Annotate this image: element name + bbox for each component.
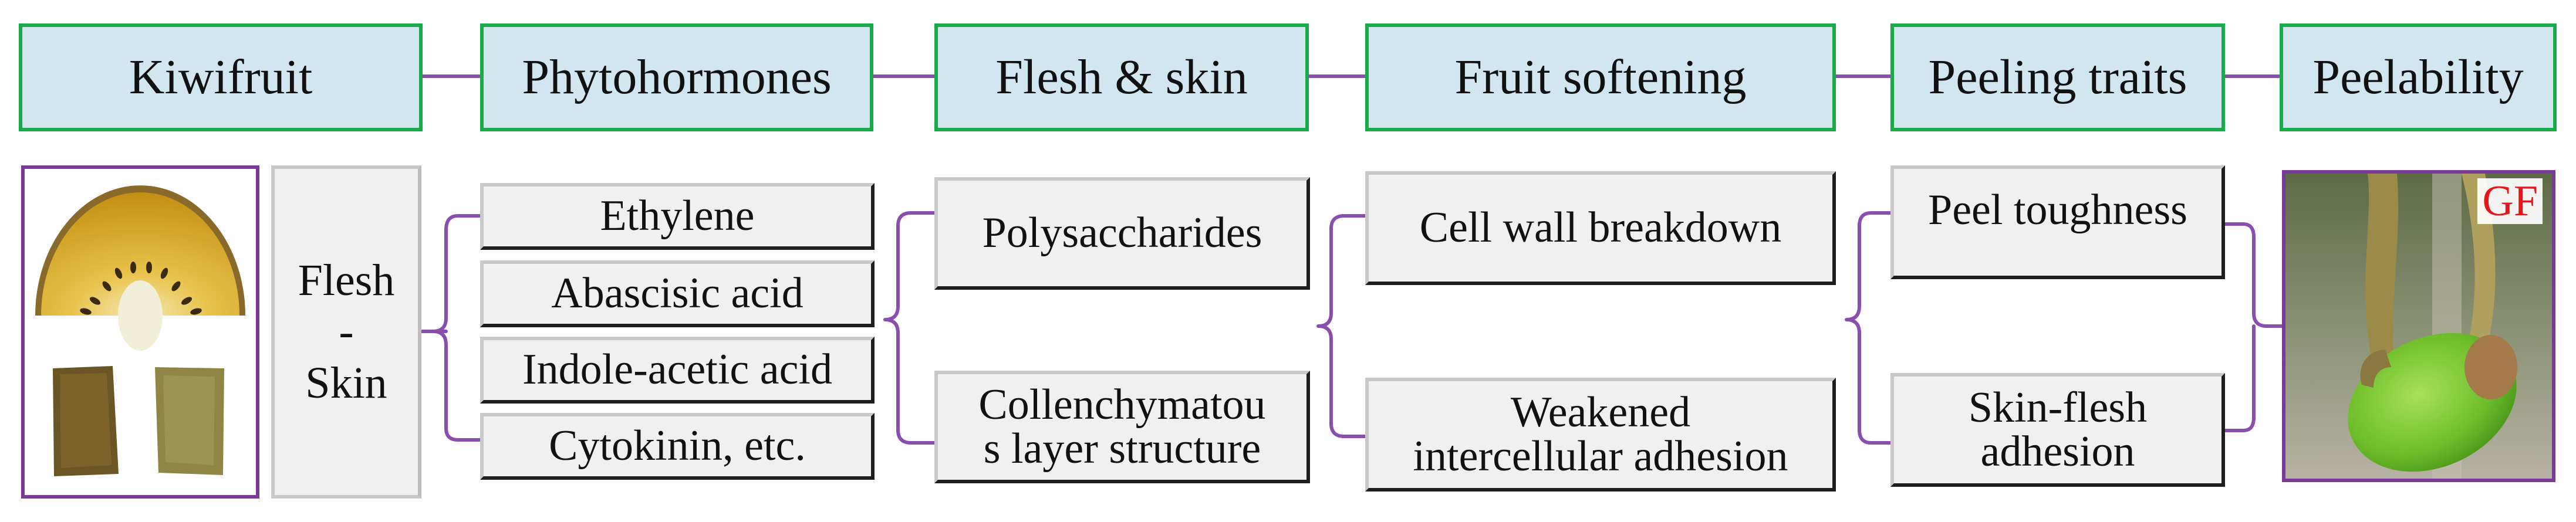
hormone-label: Indole-acetic acid xyxy=(522,345,832,394)
hormone-label: Cytokinin, etc. xyxy=(549,422,806,470)
adhesion-line2: adhesion xyxy=(1980,428,2135,476)
polysaccharides-label: Polysaccharides xyxy=(982,209,1262,257)
collenchyma-line1: Collenchymatou xyxy=(978,380,1266,429)
kiwifruit-photo xyxy=(21,165,259,499)
header-peeling-traits: Peeling traits xyxy=(1890,23,2225,131)
bracket-peeling xyxy=(1845,211,1895,445)
flesh-skin-box: Flesh - Skin xyxy=(271,165,421,499)
hormone-box-indole-acetic-acid: Indole-acetic acid xyxy=(480,337,875,404)
header-flesh-skin: Flesh & skin xyxy=(934,23,1309,131)
peeled-kiwi-image xyxy=(2285,174,2552,479)
hormone-label: Ethylene xyxy=(600,192,755,240)
header-kiwifruit: Kiwifruit xyxy=(19,23,423,131)
header-peelability: Peelability xyxy=(2280,23,2557,131)
collenchyma-line2: s layer structure xyxy=(983,425,1261,473)
weakened-line1: Weakened xyxy=(1510,388,1691,436)
box-polysaccharides: Polysaccharides xyxy=(934,177,1310,290)
hormone-box-ethylene: Ethylene xyxy=(480,183,875,250)
header-label: Flesh & skin xyxy=(995,50,1248,104)
header-label: Phytohormones xyxy=(522,50,832,104)
gf-label: GF xyxy=(2477,178,2543,224)
header-label: Fruit softening xyxy=(1454,50,1747,104)
header-label: Peeling traits xyxy=(1928,50,2187,104)
bracket-hormones xyxy=(420,214,483,442)
box-weakened-adhesion: Weakened intercellular adhesion xyxy=(1365,378,1836,492)
header-fruit-softening: Fruit softening xyxy=(1365,23,1836,131)
hormone-label: Abascisic acid xyxy=(551,269,803,318)
cell-wall-label: Cell wall breakdown xyxy=(1419,204,1782,252)
bracket-softening xyxy=(1316,214,1368,438)
weakened-line2: intercellular adhesion xyxy=(1413,432,1788,480)
bracket-flesh-skin xyxy=(883,211,938,445)
peelability-photo: GF xyxy=(2282,170,2555,482)
peel-toughness-label: Peel toughness xyxy=(1928,186,2187,235)
box-cell-wall-breakdown: Cell wall breakdown xyxy=(1365,171,1836,285)
box-collenchymatous-layer: Collenchymatou s layer structure xyxy=(934,371,1310,483)
kiwifruit-slice-image xyxy=(35,185,245,476)
adhesion-line1: Skin-flesh xyxy=(1968,383,2148,432)
hormone-box-cytokinin: Cytokinin, etc. xyxy=(480,413,875,480)
box-peel-toughness: Peel toughness xyxy=(1890,165,2225,279)
box-skin-flesh-adhesion: Skin-flesh adhesion xyxy=(1890,373,2225,487)
flesh-skin-line1: Flesh xyxy=(298,255,395,305)
flesh-skin-line2: - xyxy=(339,307,354,357)
bracket-peelability xyxy=(2221,222,2284,432)
header-label: Peelability xyxy=(2312,50,2524,104)
flesh-skin-line3: Skin xyxy=(305,358,387,408)
hormone-box-abscisic-acid: Abascisic acid xyxy=(480,260,875,327)
header-phytohormones: Phytohormones xyxy=(480,23,873,131)
header-label: Kiwifruit xyxy=(129,50,313,104)
